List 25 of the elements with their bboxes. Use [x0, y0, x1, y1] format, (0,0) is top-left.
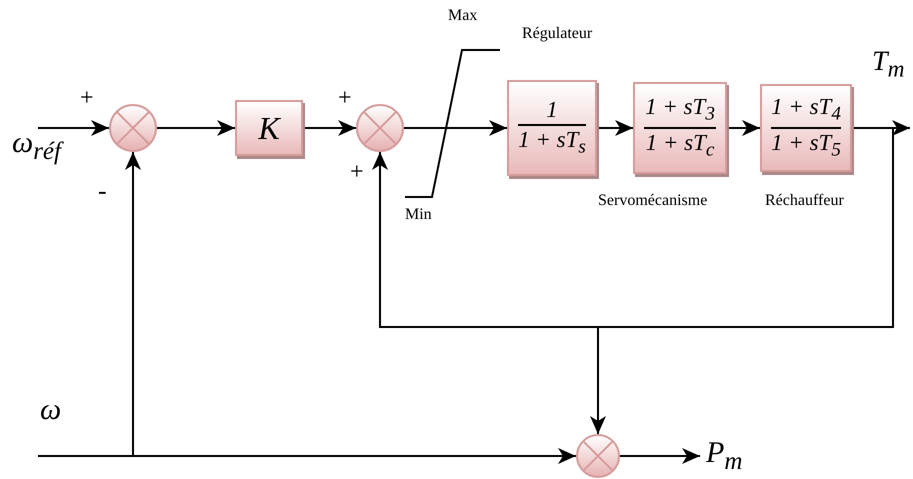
signal-arrow — [727, 120, 760, 136]
signal-arrow — [157, 120, 235, 136]
text-label: T$_{m}$ — [872, 48, 904, 82]
text-label: Min — [405, 207, 432, 223]
sign-label: + — [80, 86, 94, 110]
signal-label: ω — [40, 395, 62, 425]
signal-arrow — [38, 120, 109, 136]
text-label: Max — [448, 8, 478, 24]
signal-arrow — [404, 120, 507, 136]
transfer-function-block: 1 1 + sT$_{s}$ — [507, 80, 597, 176]
transfer-function-block: 1 + sT$_{3}$ 1 + sT$_{c}$ — [633, 82, 727, 174]
signal-arrow — [590, 127, 894, 434]
block-caption: Servomécanisme — [598, 193, 708, 209]
block-caption: Régulateur — [522, 26, 592, 42]
signal-arrow — [38, 152, 141, 457]
sign-label: + — [350, 160, 364, 184]
signal-arrow — [620, 448, 700, 464]
signal-label: P$_{m}$ — [706, 438, 742, 474]
signal-arrow — [303, 120, 356, 136]
sign-label: + — [338, 86, 352, 110]
transfer-function-block: 1 + sT$_{4}$ 1 + sT$_{5}$ — [760, 84, 852, 172]
block-caption: Réchauffeur — [765, 193, 844, 209]
transfer-function-block: K — [235, 100, 303, 156]
signal-arrow — [597, 120, 633, 136]
sign-label: - — [98, 178, 107, 204]
